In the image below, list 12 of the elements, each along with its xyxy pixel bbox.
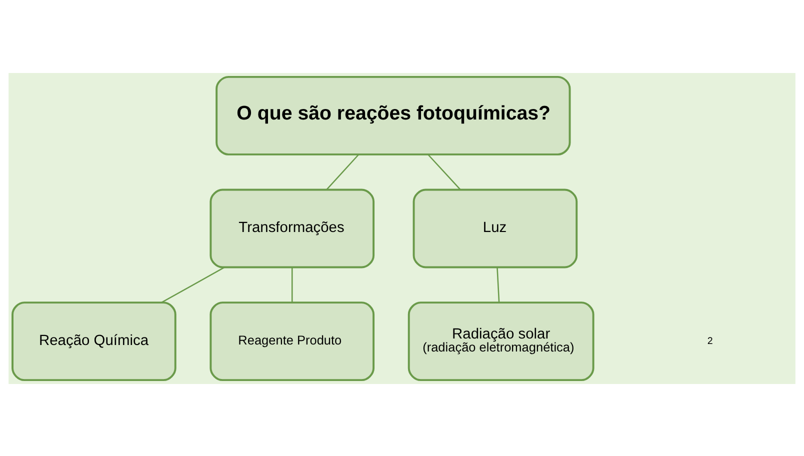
node-box: Luz bbox=[412, 188, 578, 268]
node-box: O que são reações fotoquímicas? bbox=[216, 75, 571, 155]
connector bbox=[428, 154, 461, 190]
connector bbox=[291, 266, 293, 302]
node-box: Reagente Produto bbox=[210, 301, 375, 381]
label: 2 bbox=[707, 335, 713, 346]
connector bbox=[496, 266, 500, 302]
node-box: Transformações bbox=[210, 188, 375, 268]
node-box: Radiação solar (radiação eletromagnética) bbox=[408, 301, 594, 381]
connector bbox=[161, 266, 225, 303]
connector bbox=[326, 154, 360, 190]
node-box: Reação Química bbox=[12, 301, 176, 381]
